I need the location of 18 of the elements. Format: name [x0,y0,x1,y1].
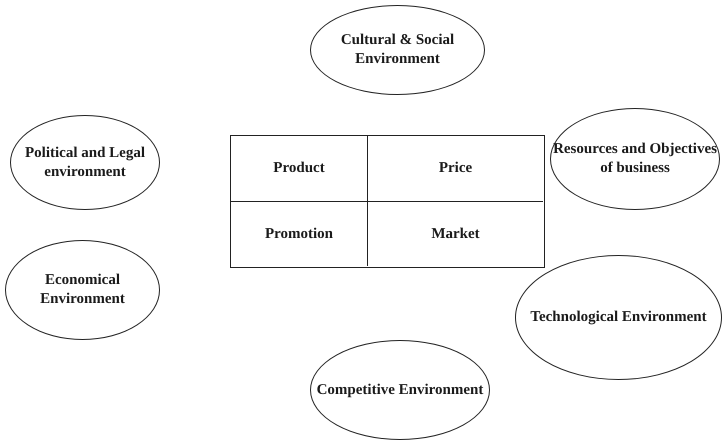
label-text: Political and Legal environment [24,144,146,182]
label-text: Cultural & Social Environment [340,31,456,69]
label-text: Price [438,159,472,178]
label-text: Technological Environment [530,308,707,327]
label-text: Product [273,159,325,178]
environment-ellipse [310,5,485,95]
label-text: Competitive Environment [316,380,484,400]
label-text: Promotion [264,224,334,244]
label-text: Economical Environment [39,271,126,309]
environment-ellipse [550,108,720,210]
environment-ellipse [10,115,160,210]
label-text: Market [431,224,480,244]
environment-ellipse [515,255,722,380]
table-cell [231,136,368,202]
table-frame [230,135,545,268]
environment-ellipse [310,340,490,440]
environment-ellipse [5,240,160,340]
label-text: Resources and Objectives of business [552,140,718,178]
